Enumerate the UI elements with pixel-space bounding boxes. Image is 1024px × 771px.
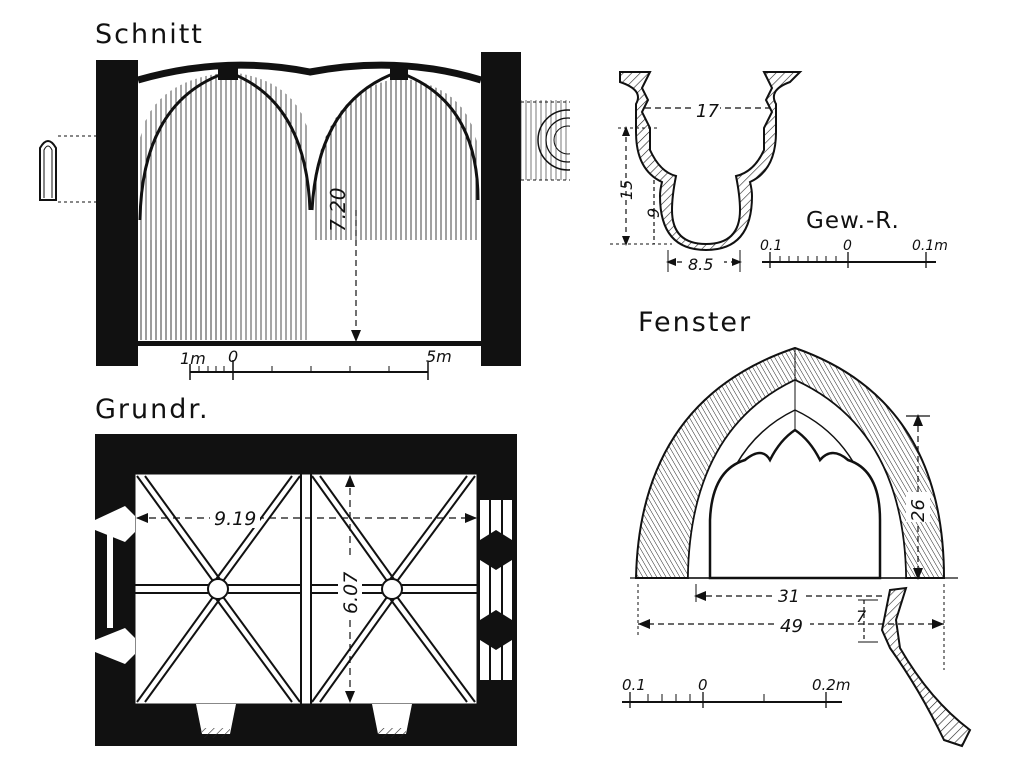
window-jamb-profile (880, 586, 972, 748)
rib-scale-right: 0.1m (912, 238, 948, 254)
rib-right-1 (310, 70, 399, 211)
window-rise-label: 26 (908, 499, 929, 522)
height-label: 7.20 (326, 187, 350, 232)
plan-ribs-bay-2 (311, 475, 477, 703)
section-scale-right: 5m (426, 347, 452, 366)
window-inner-label: 31 (778, 587, 800, 607)
rib-profile-title: Gew.-R. (806, 208, 900, 234)
window-scale-bar: 0.1 0 0.2m (622, 676, 850, 708)
plan-boss-2 (381, 578, 403, 600)
section-scale-zero: 0 (228, 347, 238, 366)
plan-boss-1 (207, 578, 229, 600)
plan-niche-left-1 (95, 506, 135, 542)
plan-niche-bottom-1 (196, 704, 236, 734)
keystone-left (218, 68, 238, 80)
section-scale-left: 1m (180, 349, 206, 368)
rib-bulb-label: 9 (644, 208, 663, 218)
rib-profile-view: 17 15 9 8.5 Gew.-R. (610, 71, 948, 274)
window-scale-left: 0.1 (622, 676, 646, 694)
plan-view: Grundr. (95, 394, 517, 746)
window-outer-label: 49 (780, 616, 803, 637)
plan-title: Grundr. (95, 394, 210, 425)
small-window-elevation (39, 140, 57, 201)
lower-wall-shading (140, 240, 230, 340)
rib-scale-left: 0.1 (760, 238, 782, 254)
window-detail-view: Fenster 26 31 49 7 (622, 307, 972, 748)
keystone-right (390, 68, 408, 80)
window-title: Fenster (638, 307, 752, 338)
plan-width-label: 9.19 (214, 508, 256, 530)
section-title: Schnitt (95, 19, 204, 50)
rib-height-label: 15 (617, 180, 636, 200)
plan-niche-bottom-2 (372, 704, 412, 734)
plan-niche-left-2 (95, 628, 135, 664)
vault-crown (137, 61, 483, 84)
section-floor (138, 341, 481, 346)
rib-cross-section (619, 71, 803, 252)
window-inner-opening (708, 428, 882, 580)
window-scale-zero: 0 (698, 676, 708, 694)
plan-interior (134, 473, 478, 705)
vault-bay-right-shading (312, 78, 478, 240)
rib-scale-zero: 0 (843, 238, 852, 254)
rib-left-2 (227, 70, 312, 211)
window-depth-label: 7 (856, 607, 867, 626)
window-scale-right: 0.2m (812, 676, 850, 694)
rib-left-1 (138, 70, 229, 221)
rib-scale-bar: 0.1 0 0.1m (760, 238, 948, 268)
plan-depth-label: 6.07 (340, 572, 362, 614)
section-view: Schnitt 7.20 (39, 19, 610, 380)
window-embrasure-section (520, 100, 570, 180)
section-scale-bar: 1m 0 5m (180, 347, 452, 380)
rib-width-label: 8.5 (688, 255, 713, 274)
rib-top-label: 17 (696, 101, 719, 122)
plan-ribs-bay-1 (135, 475, 301, 703)
section-left-wall (96, 60, 138, 366)
section-right-wall (481, 52, 521, 366)
rib-right-2 (397, 70, 480, 201)
